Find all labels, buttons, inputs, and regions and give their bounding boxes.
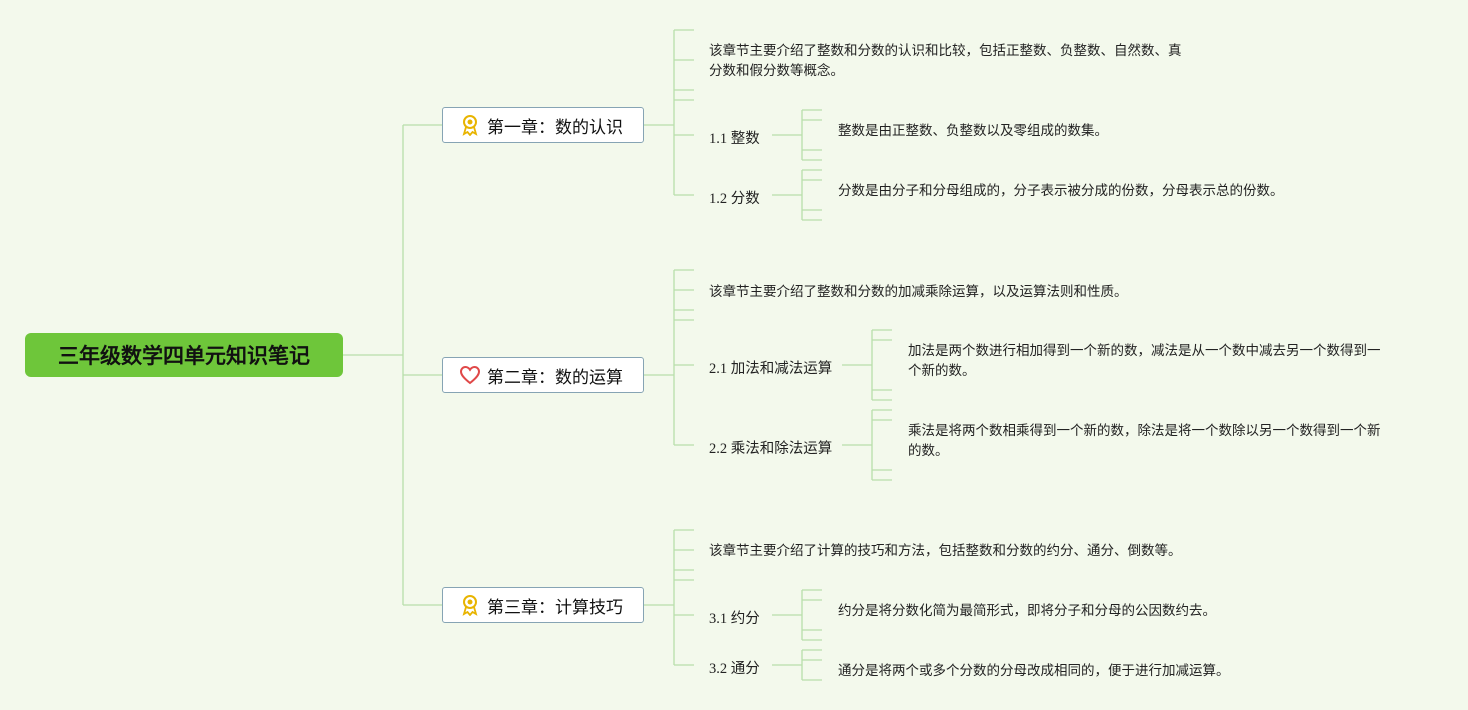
section-3-2-label[interactable]: 3.2 通分 <box>709 661 760 677</box>
detail-line: 的数。 <box>908 443 949 459</box>
section-2-1-detail: 加法是两个数进行相加得到一个新的数，减法是从一个数中减去另一个数得到一 个新的数… <box>908 341 1381 381</box>
chapter-3-topic[interactable]: 第三章：计算技巧 <box>442 587 644 623</box>
summary-line: 分数和假分数等概念。 <box>709 63 844 79</box>
section-3-2-detail: 通分是将两个或多个分数的分母改成相同的，便于进行加减运算。 <box>838 663 1230 679</box>
summary-line: 该章节主要介绍了整数和分数的认识和比较，包括正整数、负整数、自然数、真 <box>709 43 1182 59</box>
section-1-2-label[interactable]: 1.2 分数 <box>709 191 760 207</box>
section-1-1-label[interactable]: 1.1 整数 <box>709 131 760 147</box>
section-1-2-detail: 分数是由分子和分母组成的，分子表示被分成的份数，分母表示总的份数。 <box>838 183 1284 199</box>
section-2-2-label[interactable]: 2.2 乘法和除法运算 <box>709 441 833 457</box>
root-topic[interactable]: 三年级数学四单元知识笔记 <box>25 333 343 377</box>
root-title: 三年级数学四单元知识笔记 <box>58 344 310 368</box>
chapter-2-topic[interactable]: 第二章：数的运算 <box>442 357 644 393</box>
detail-line: 个新的数。 <box>908 363 976 379</box>
section-3-1-detail: 约分是将分数化简为最简形式，即将分子和分母的公因数约去。 <box>838 603 1216 619</box>
chapter-2-summary: 该章节主要介绍了整数和分数的加减乘除运算，以及运算法则和性质。 <box>709 284 1128 300</box>
chapter-1-title: 第一章：数的认识 <box>487 117 623 138</box>
detail-line: 乘法是将两个数相乘得到一个新的数，除法是将一个数除以另一个数得到一个新 <box>908 423 1381 439</box>
award-ribbon-icon <box>459 114 481 136</box>
heart-icon <box>459 364 481 386</box>
chapter-1-topic[interactable]: 第一章：数的认识 <box>442 107 644 143</box>
chapter-3-title: 第三章：计算技巧 <box>487 597 623 618</box>
chapter-1-summary: 该章节主要介绍了整数和分数的认识和比较，包括正整数、负整数、自然数、真 分数和假… <box>709 41 1182 81</box>
section-2-1-label[interactable]: 2.1 加法和减法运算 <box>709 361 833 377</box>
award-ribbon-icon <box>459 594 481 616</box>
section-1-1-detail: 整数是由正整数、负整数以及零组成的数集。 <box>838 123 1108 139</box>
detail-line: 加法是两个数进行相加得到一个新的数，减法是从一个数中减去另一个数得到一 <box>908 343 1381 359</box>
chapter-2-title: 第二章：数的运算 <box>487 367 623 388</box>
section-2-2-detail: 乘法是将两个数相乘得到一个新的数，除法是将一个数除以另一个数得到一个新 的数。 <box>908 421 1381 461</box>
section-3-1-label[interactable]: 3.1 约分 <box>709 611 760 627</box>
chapter-3-summary: 该章节主要介绍了计算的技巧和方法，包括整数和分数的约分、通分、倒数等。 <box>709 543 1182 559</box>
